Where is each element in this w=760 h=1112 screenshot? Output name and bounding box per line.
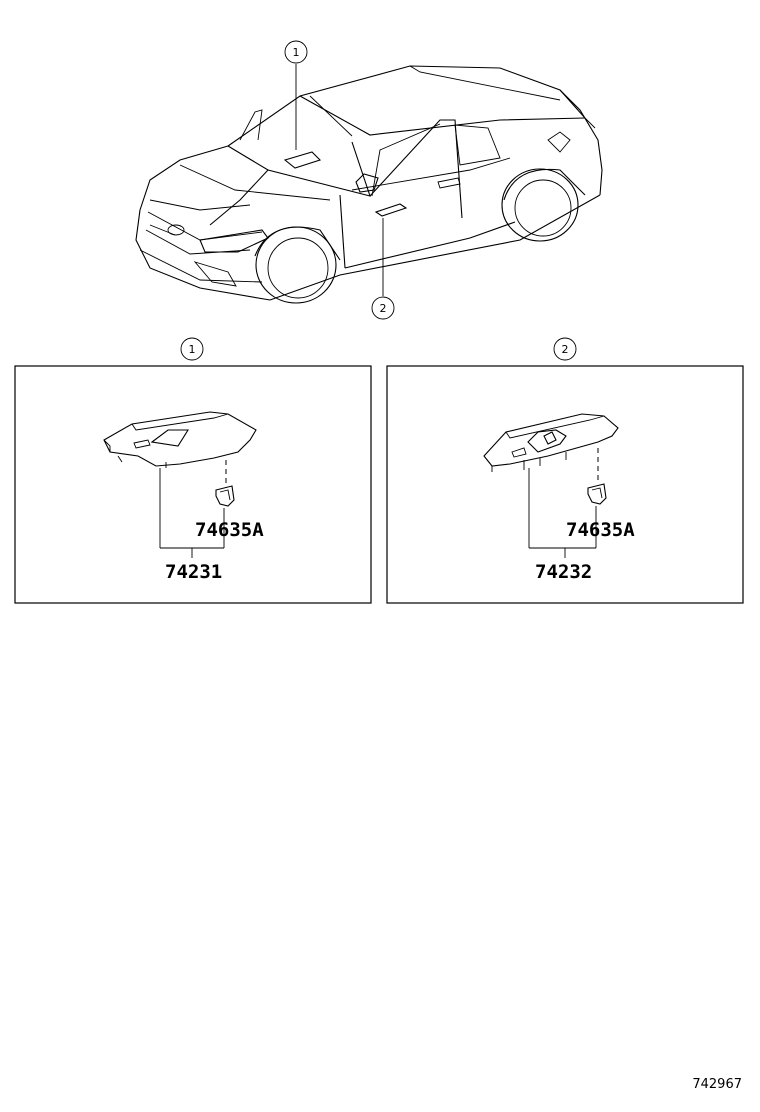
panel-1-frame [14, 365, 372, 604]
door-switch-marker [374, 203, 408, 217]
car-illustration: 1 2 [135, 40, 603, 320]
panel-1-callout-circle [180, 337, 204, 361]
power-window-switch-74231 [103, 411, 257, 468]
callout-label-1: 1 [293, 46, 300, 59]
panel-2-callout-label: 2 [562, 343, 569, 356]
figure-id: 742967 [692, 1077, 742, 1092]
clip-74635A-panel-2 [587, 448, 607, 505]
panel-2-callout-circle [553, 337, 577, 361]
part-number-clip-panel-1: 74635A [195, 519, 264, 541]
part-number-switch-panel-1: 74231 [165, 561, 222, 583]
callout-label-2: 2 [380, 302, 387, 315]
power-window-switch-74232 [483, 413, 619, 472]
callout-circle-1 [284, 40, 308, 64]
clip-74635A-panel-1 [215, 460, 235, 507]
detail-panel-1: 1 74635A 74231 [14, 337, 372, 604]
panel-2-frame [386, 365, 744, 604]
console-switch-marker [283, 151, 322, 169]
part-number-clip-panel-2: 74635A [566, 519, 635, 541]
callout-circle-2 [371, 296, 395, 320]
panel-1-callout-label: 1 [189, 343, 196, 356]
part-number-switch-panel-2: 74232 [535, 561, 592, 583]
detail-panel-2: 2 74635A 74232 [386, 337, 744, 604]
